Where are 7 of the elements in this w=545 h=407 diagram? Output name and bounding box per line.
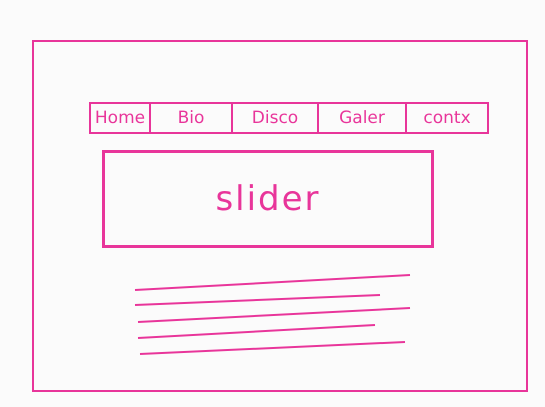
- nav-tab: contx: [407, 102, 489, 134]
- page-frame: [32, 40, 528, 392]
- carousel-panel: slider: [102, 150, 434, 248]
- nav-tab: Disco: [233, 102, 319, 134]
- nav-tab: Galer: [319, 102, 407, 134]
- nav-tab: Bio: [151, 102, 233, 134]
- nav-tab: Home: [89, 102, 151, 134]
